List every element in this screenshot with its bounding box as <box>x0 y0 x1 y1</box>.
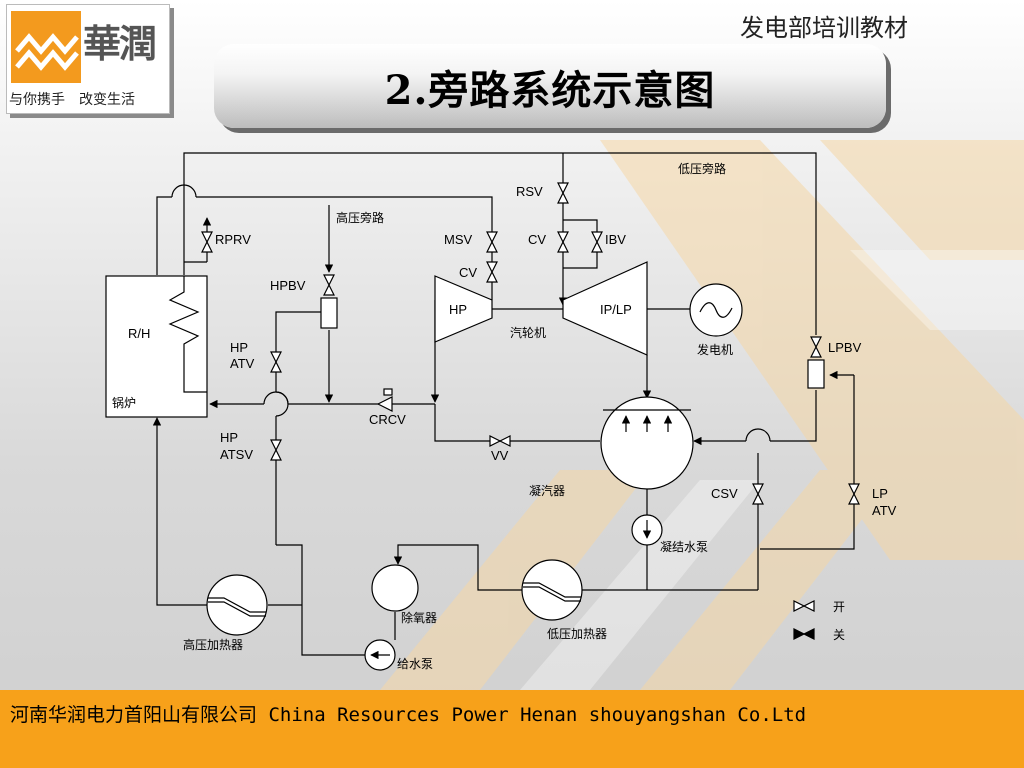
label-deaerator: 除氧器 <box>401 610 437 625</box>
label-feed-pump: 给水泵 <box>397 657 433 671</box>
label-rh: R/H <box>128 326 150 341</box>
label-generator: 发电机 <box>697 342 733 357</box>
label-low-bypass: 低压旁路 <box>678 161 726 176</box>
hpatv-valve-icon <box>270 351 282 373</box>
msv-valve-icon <box>486 231 498 253</box>
lp-heater <box>521 559 583 621</box>
label-iplp: IP/LP <box>600 302 632 317</box>
label-rsv: RSV <box>516 184 543 199</box>
logo-brand-text: 華潤 <box>83 21 157 66</box>
vv-valve-icon <box>489 435 511 447</box>
piping <box>152 152 855 656</box>
hpbv-valve-icon <box>323 274 335 296</box>
boiler <box>105 275 208 418</box>
sine-wave-icon <box>699 302 733 318</box>
label-hpbv: HPBV <box>270 278 306 293</box>
label-hp-heater: 高压加热器 <box>183 637 243 652</box>
valves <box>201 182 860 505</box>
hpatsv-valve-icon <box>270 439 282 461</box>
company-logo: 華潤 与你携手 改变生活 <box>6 4 170 114</box>
label-hpatv-1: HP <box>230 340 248 355</box>
label-cv-lower: CV <box>459 265 477 280</box>
legend-open-label: 开 <box>833 600 845 614</box>
label-hpatsv-2: ATSV <box>220 447 253 462</box>
footer-company-name: 河南华润电力首阳山有限公司 China Resources Power Hena… <box>10 704 807 726</box>
label-condenser: 凝汽器 <box>529 483 565 498</box>
legend-open-icon <box>793 600 815 612</box>
crcv-actuator <box>383 388 393 396</box>
hpbv-actuator <box>320 297 338 329</box>
rprv-valve-icon <box>201 231 213 253</box>
label-crcv: CRCV <box>369 412 406 427</box>
label-lpatv-2: ATV <box>872 503 897 518</box>
title-bar: 2.旁路系统示意图 <box>214 44 886 128</box>
logo-mark-icon <box>11 11 81 83</box>
reheater-coil-icon <box>168 276 207 393</box>
label-hpatv-2: ATV <box>230 356 255 371</box>
label-rprv: RPRV <box>215 232 251 247</box>
label-msv: MSV <box>444 232 473 247</box>
page-title: 2.旁路系统示意图 <box>384 67 716 114</box>
cv-lower-valve-icon <box>486 261 498 283</box>
crcv-valve-icon <box>376 396 393 412</box>
condenser-arrows-icon <box>621 415 673 432</box>
label-high-bypass: 高压旁路 <box>336 210 384 225</box>
bypass-system-diagram: RSV 低压旁路 高压旁路 RPRV MSV CV IBV CV HPBV HP… <box>105 152 897 671</box>
label-ibv: IBV <box>605 232 626 247</box>
legend-closed-icon <box>793 628 815 640</box>
csv-valve-icon <box>752 483 764 505</box>
cv-valve-icon <box>557 231 569 253</box>
footer-bar: 河南华润电力首阳山有限公司 China Resources Power Hena… <box>0 690 1024 768</box>
lpbv-actuator <box>807 359 825 389</box>
legend-closed-label: 关 <box>833 628 845 642</box>
lpbv-valve-icon <box>810 336 822 358</box>
hp-heater <box>206 574 268 636</box>
label-lp-heater: 低压加热器 <box>547 627 607 641</box>
label-lpatv-1: LP <box>872 486 888 501</box>
rsv-valve-icon <box>557 182 569 204</box>
label-cv: CV <box>528 232 546 247</box>
header-label: 发电部培训教材 <box>740 14 908 42</box>
label-hpatsv-1: HP <box>220 430 238 445</box>
condenser <box>600 396 694 490</box>
label-turbine: 汽轮机 <box>510 325 546 340</box>
label-vv: VV <box>491 448 509 463</box>
lpatv-valve-icon <box>848 483 860 505</box>
label-hp: HP <box>449 302 467 317</box>
deaerator <box>371 564 419 612</box>
label-condensate-pump: 凝结水泵 <box>660 539 708 554</box>
iplp-turbine <box>562 261 648 356</box>
label-boiler: 锅炉 <box>112 395 136 410</box>
logo-slogan: 与你携手 改变生活 <box>9 92 135 108</box>
ibv-valve-icon <box>591 231 603 253</box>
label-csv: CSV <box>711 486 738 501</box>
diagram-labels: RSV 低压旁路 高压旁路 RPRV MSV CV IBV CV HPBV HP… <box>112 161 897 671</box>
hp-turbine <box>434 275 493 343</box>
label-lpbv: LPBV <box>828 340 862 355</box>
